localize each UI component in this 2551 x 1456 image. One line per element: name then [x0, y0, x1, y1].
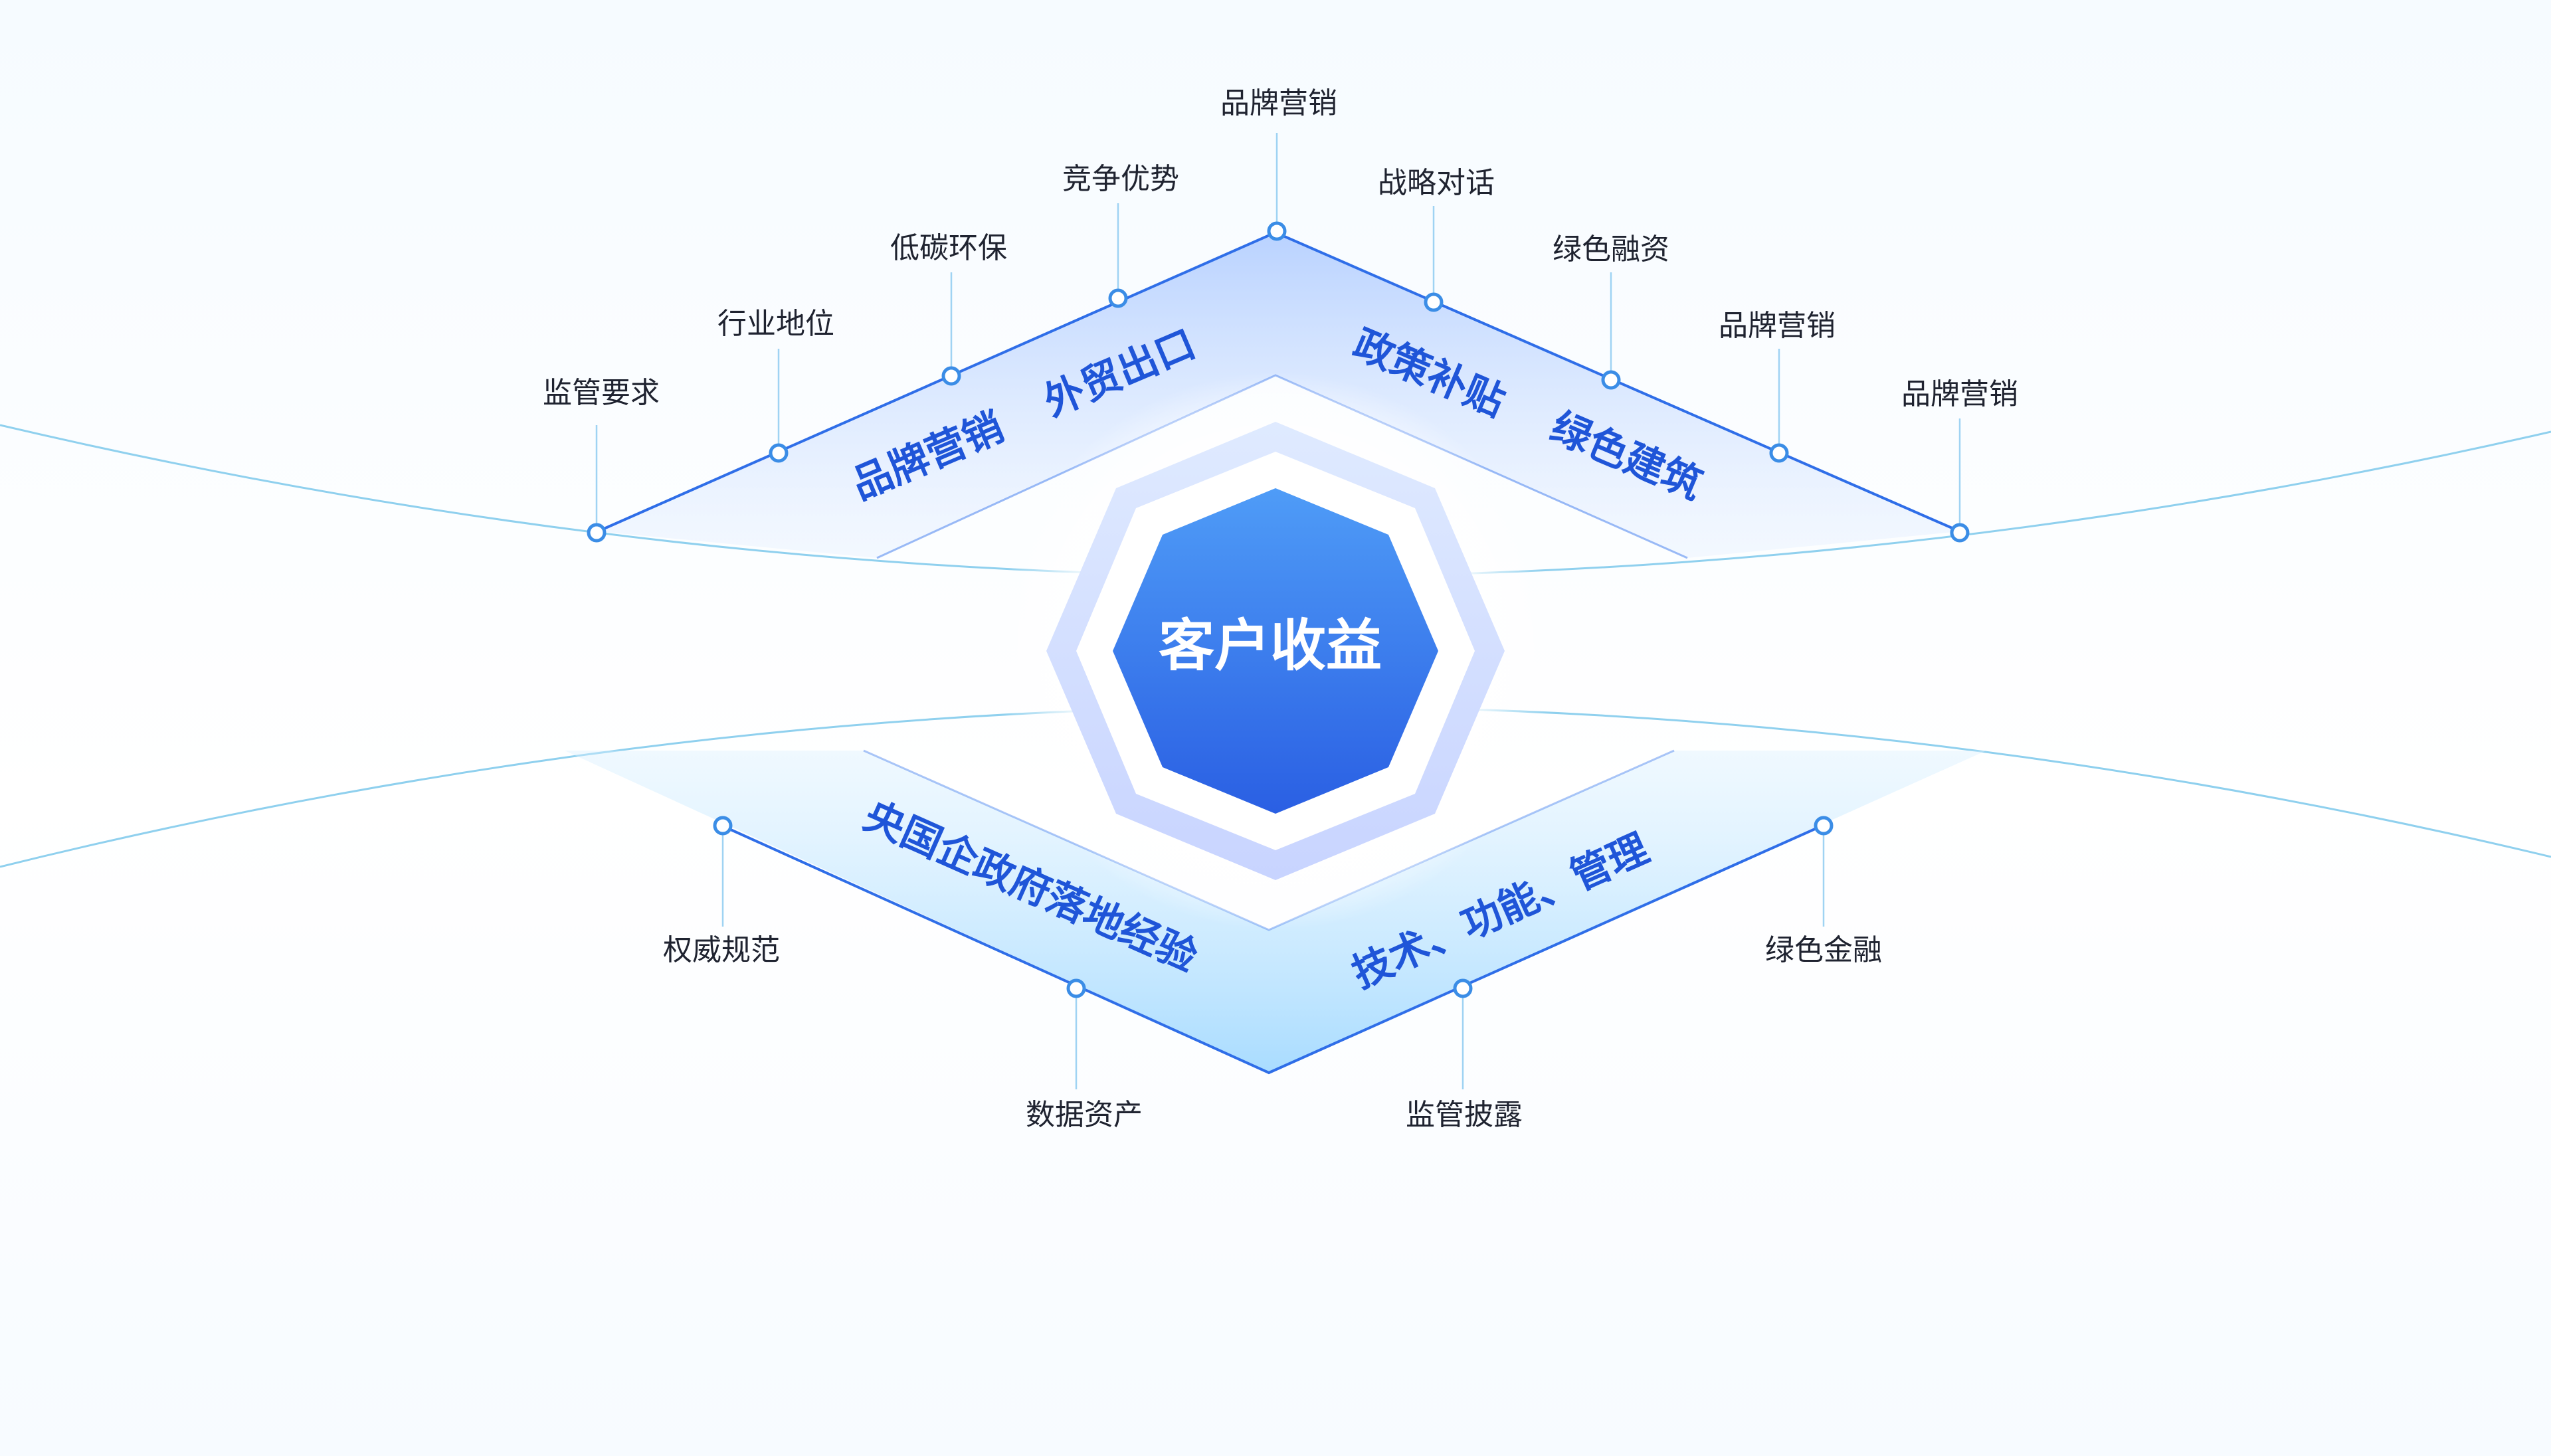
lower-node-2: 数据资产 — [1026, 978, 1143, 1132]
upper-node-2: 行业地位 — [717, 307, 834, 463]
lower-chevron-inner-edge — [863, 749, 1675, 931]
node-dot — [1601, 370, 1621, 390]
node-label: 竞争优势 — [1062, 162, 1179, 196]
node-dot — [941, 366, 961, 386]
upper-node-7: 绿色融资 — [1553, 232, 1669, 390]
node-label: 行业地位 — [717, 307, 834, 341]
node-label: 绿色融资 — [1553, 232, 1669, 266]
node-label: 权威规范 — [663, 933, 780, 967]
node-dot — [1267, 221, 1287, 241]
node-dot — [769, 443, 789, 463]
node-dot — [1108, 288, 1128, 308]
lower-chevron-band — [565, 751, 1986, 1073]
node-dot — [1066, 978, 1086, 998]
node-dot — [1769, 443, 1789, 463]
lower-chevron-edge — [717, 822, 1828, 1075]
center-title: 客户收益 — [1159, 613, 1382, 678]
node-label: 品牌营销 — [1220, 86, 1337, 120]
upper-node-5: 品牌营销 — [1220, 86, 1337, 241]
node-dot — [587, 523, 607, 543]
node-dot — [1950, 523, 1970, 543]
node-label: 品牌营销 — [1901, 377, 2018, 411]
node-label: 监管披露 — [1406, 1098, 1523, 1132]
node-dot — [1814, 816, 1834, 836]
node-label: 数据资产 — [1026, 1098, 1143, 1132]
node-dot — [1453, 978, 1473, 998]
lower-node-4: 绿色金融 — [1765, 816, 1882, 967]
lower-node-3: 监管披露 — [1406, 978, 1523, 1132]
node-label: 绿色金融 — [1765, 933, 1882, 967]
node-dot — [713, 816, 733, 836]
node-label: 监管要求 — [543, 376, 660, 410]
center-octagon — [1113, 488, 1438, 814]
upper-node-9: 品牌营销 — [1901, 377, 2018, 543]
upper-chevron-band — [598, 232, 1960, 558]
upper-node-6: 战略对话 — [1378, 166, 1495, 312]
upper-node-8: 品牌营销 — [1719, 309, 1836, 463]
node-dot — [1424, 292, 1444, 312]
node-label: 品牌营销 — [1719, 309, 1836, 343]
upper-node-4: 竞争优势 — [1062, 162, 1179, 308]
node-label: 战略对话 — [1378, 166, 1495, 200]
lower-node-1: 权威规范 — [663, 816, 780, 967]
upper-node-3: 低碳环保 — [890, 231, 1007, 386]
node-label: 低碳环保 — [890, 231, 1007, 265]
upper-node-1: 监管要求 — [543, 376, 660, 543]
